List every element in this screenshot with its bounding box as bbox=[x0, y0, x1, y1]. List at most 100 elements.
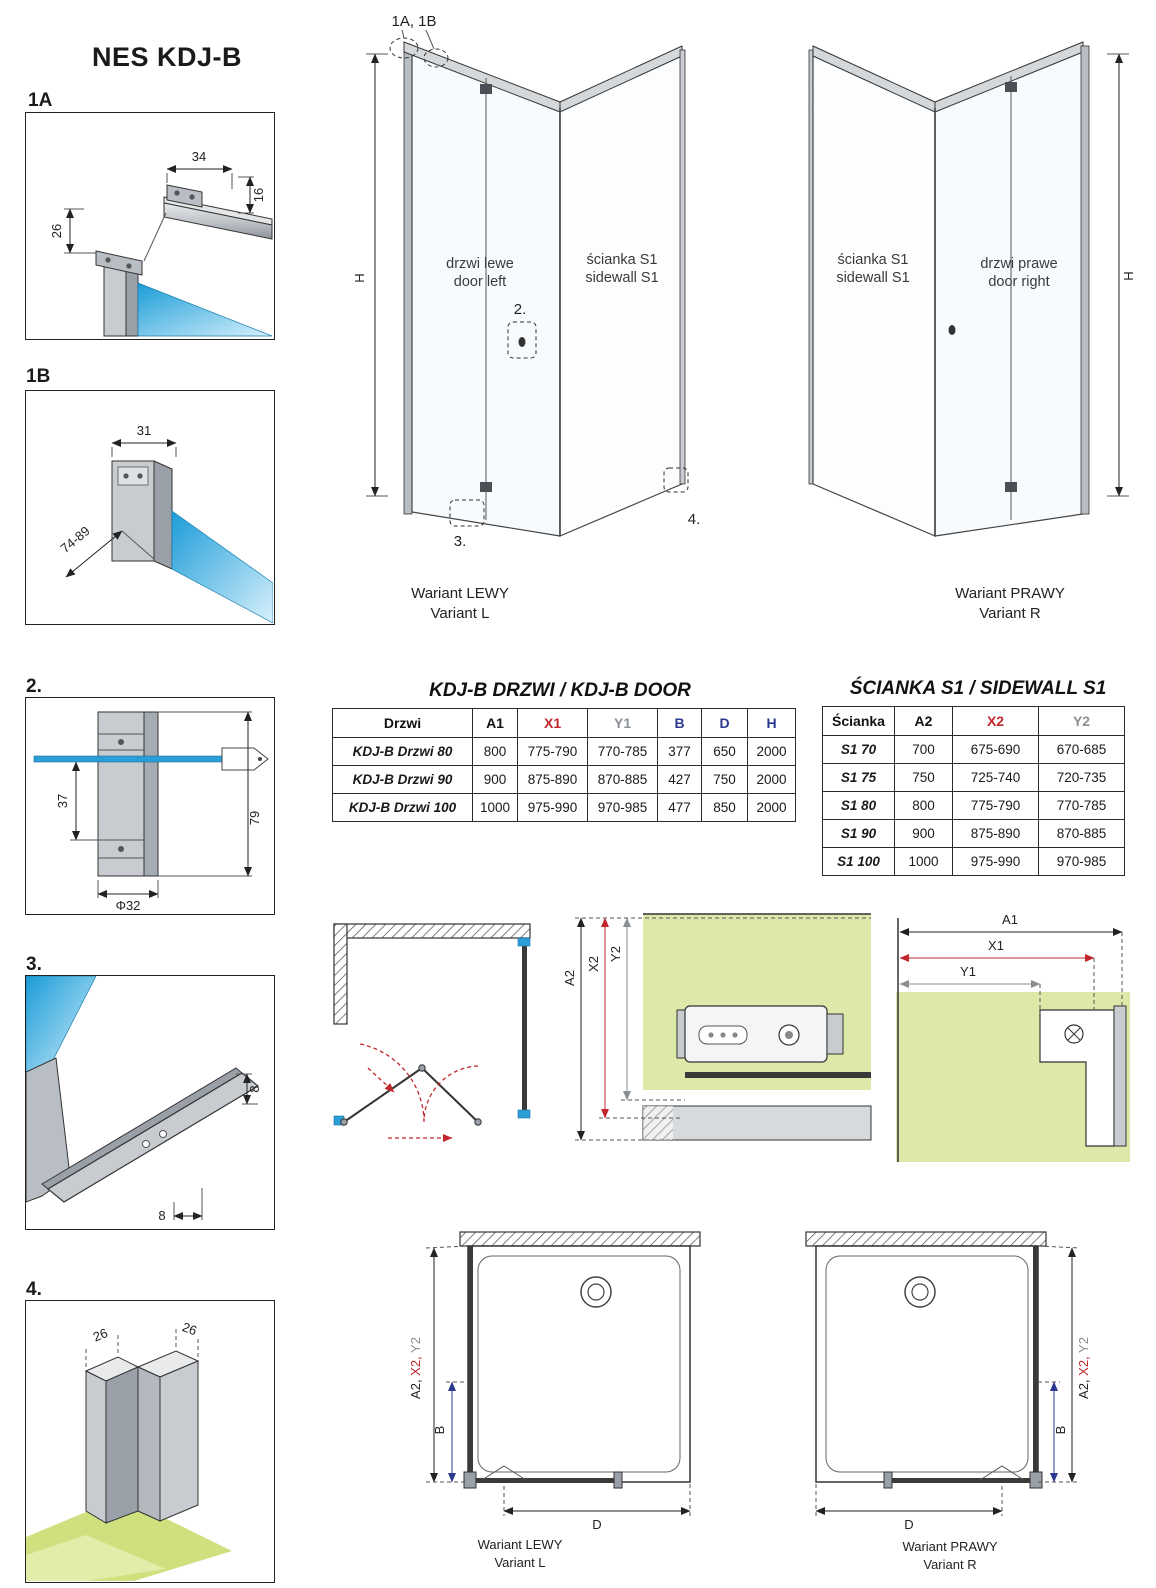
dimension-8-width: 8 bbox=[158, 1188, 203, 1223]
detail-4-box: 26 26 bbox=[25, 1300, 275, 1583]
glass-pad bbox=[517, 1109, 531, 1119]
handle-knob bbox=[948, 325, 956, 335]
table-cell: 900 bbox=[471, 765, 519, 794]
caption-plan-left: Wariant LEWY Variant L bbox=[420, 1536, 620, 1571]
svg-text:8: 8 bbox=[247, 1085, 262, 1092]
sidewall-glass-line bbox=[1033, 1246, 1038, 1482]
svg-text:26: 26 bbox=[180, 1319, 199, 1338]
table-cell: 970-985 bbox=[1038, 847, 1125, 876]
table-cell: 2000 bbox=[747, 737, 797, 766]
dimension-b: B bbox=[432, 1381, 468, 1483]
caption-variant-right: Wariant PRAWY Variant R bbox=[900, 584, 1120, 625]
wall-hatch-top bbox=[333, 923, 531, 939]
table-cell: 725-740 bbox=[952, 763, 1039, 792]
sidewall-table-title: ŚCIANKA S1 / SIDEWALL S1 bbox=[849, 678, 1107, 699]
glass-panel bbox=[171, 510, 273, 623]
table-cell: 875-890 bbox=[952, 819, 1039, 848]
floor-band bbox=[642, 1105, 872, 1141]
svg-text:26: 26 bbox=[49, 224, 64, 238]
dimension-37: 37 bbox=[55, 761, 98, 841]
table-cell: 800 bbox=[894, 791, 953, 820]
detail-4-drawing: 26 26 bbox=[26, 1319, 232, 1581]
svg-text:A2: A2 bbox=[565, 970, 577, 986]
dimension-34: 34 bbox=[166, 149, 233, 189]
wall-hatch-top bbox=[805, 1231, 1047, 1247]
sidewall-glass-panel bbox=[559, 51, 683, 537]
table-cell: 670-685 bbox=[1038, 735, 1125, 764]
dimension-x2: X2 bbox=[586, 917, 683, 1119]
dimension-26-right: 26 bbox=[175, 1319, 199, 1357]
column-header: X1 bbox=[517, 708, 589, 738]
column-header: A2 bbox=[894, 706, 953, 736]
bottom-profile-bar bbox=[41, 1067, 260, 1203]
svg-text:1A, 1B: 1A, 1B bbox=[391, 13, 436, 30]
top-bar-assembly bbox=[163, 184, 273, 240]
glass-panel bbox=[26, 976, 97, 1079]
height-dimension: H bbox=[1107, 53, 1136, 497]
column-header: Y2 bbox=[1038, 706, 1125, 736]
hinge-bottom bbox=[480, 482, 492, 492]
table-cell: 675-690 bbox=[952, 735, 1039, 764]
detail-2-label: 2. bbox=[26, 676, 42, 697]
dimension-a2x2y2: A2, X2, Y2 bbox=[1037, 1245, 1091, 1483]
detail-3-drawing: 8 8 bbox=[26, 976, 262, 1223]
table-cell: 770-785 bbox=[587, 737, 659, 766]
page-title: NES KDJ-B bbox=[92, 42, 243, 72]
wall-profile-top-view bbox=[676, 1005, 871, 1078]
panel-labels: ścianka S1 sidewall S1 drzwi prawe door … bbox=[836, 252, 1057, 290]
shower-tray-inner bbox=[825, 1255, 1029, 1473]
column-header: D bbox=[701, 708, 749, 738]
caption-plan-left-pl: Wariant LEWY bbox=[477, 1537, 563, 1552]
section-door-dimensions: A1 X1 Y1 bbox=[896, 912, 1130, 1162]
corner-profile-section bbox=[1039, 1005, 1127, 1147]
height-dimension: H bbox=[352, 53, 388, 497]
svg-text:4.: 4. bbox=[688, 511, 701, 528]
hinge-top bbox=[480, 84, 492, 94]
wall-profile bbox=[1080, 45, 1090, 515]
detail-1b-label: 1B bbox=[26, 366, 51, 387]
marker-4: 4. bbox=[663, 467, 701, 528]
table-cell: 720-735 bbox=[1038, 763, 1125, 792]
table-cell: 750 bbox=[701, 765, 749, 794]
caption-plan-right-en: Variant R bbox=[923, 1556, 977, 1572]
row-label: S1 75 bbox=[822, 763, 895, 792]
dimension-a2: A2 bbox=[565, 917, 675, 1141]
caption-plan-left-en: Variant L bbox=[494, 1554, 546, 1570]
door-table-title: KDJ-B DRZWI / KDJ-B DOOR bbox=[429, 680, 691, 701]
wall-bracket-assembly bbox=[95, 250, 273, 337]
table-cell: 800 bbox=[471, 737, 519, 766]
svg-text:79: 79 bbox=[247, 811, 262, 825]
dimension-31: 31 bbox=[111, 423, 177, 457]
glass-line bbox=[685, 1072, 871, 1078]
wall-hatch-left bbox=[333, 923, 348, 1025]
svg-text:drzwi lewe: drzwi lewe bbox=[446, 256, 514, 272]
shower-tray-inner bbox=[477, 1255, 681, 1473]
table-cell: 2000 bbox=[747, 793, 797, 822]
svg-text:ścianka S1: ścianka S1 bbox=[587, 252, 658, 268]
dimension-phi32: Φ32 bbox=[97, 880, 159, 913]
svg-text:ścianka S1: ścianka S1 bbox=[838, 252, 909, 268]
column-header: Y1 bbox=[587, 708, 659, 738]
dimension-a2x2y2: A2, X2, Y2 bbox=[408, 1245, 469, 1483]
plan-view-right: A2, X2, Y2 B D bbox=[805, 1231, 1091, 1532]
svg-text:8: 8 bbox=[158, 1208, 165, 1223]
svg-text:X1: X1 bbox=[988, 938, 1004, 953]
svg-text:Y1: Y1 bbox=[960, 964, 976, 979]
panel-labels: drzwi lewe door left ścianka S1 sidewall… bbox=[446, 252, 659, 290]
caption-variant-left-pl: Wariant LEWY bbox=[411, 585, 509, 602]
detail-1a-drawing: 34 16 26 bbox=[49, 149, 273, 337]
svg-text:A2, X2, Y2: A2, X2, Y2 bbox=[408, 1337, 423, 1399]
dimension-d: D bbox=[503, 1484, 691, 1532]
dimension-x1: X1 bbox=[899, 938, 1095, 1010]
drain bbox=[904, 1276, 936, 1308]
svg-text:D: D bbox=[592, 1517, 601, 1532]
glass-panel bbox=[137, 282, 273, 337]
svg-text:34: 34 bbox=[192, 149, 206, 164]
table-cell: 650 bbox=[701, 737, 749, 766]
drain-inner bbox=[911, 1283, 929, 1301]
svg-text:37: 37 bbox=[55, 794, 70, 808]
